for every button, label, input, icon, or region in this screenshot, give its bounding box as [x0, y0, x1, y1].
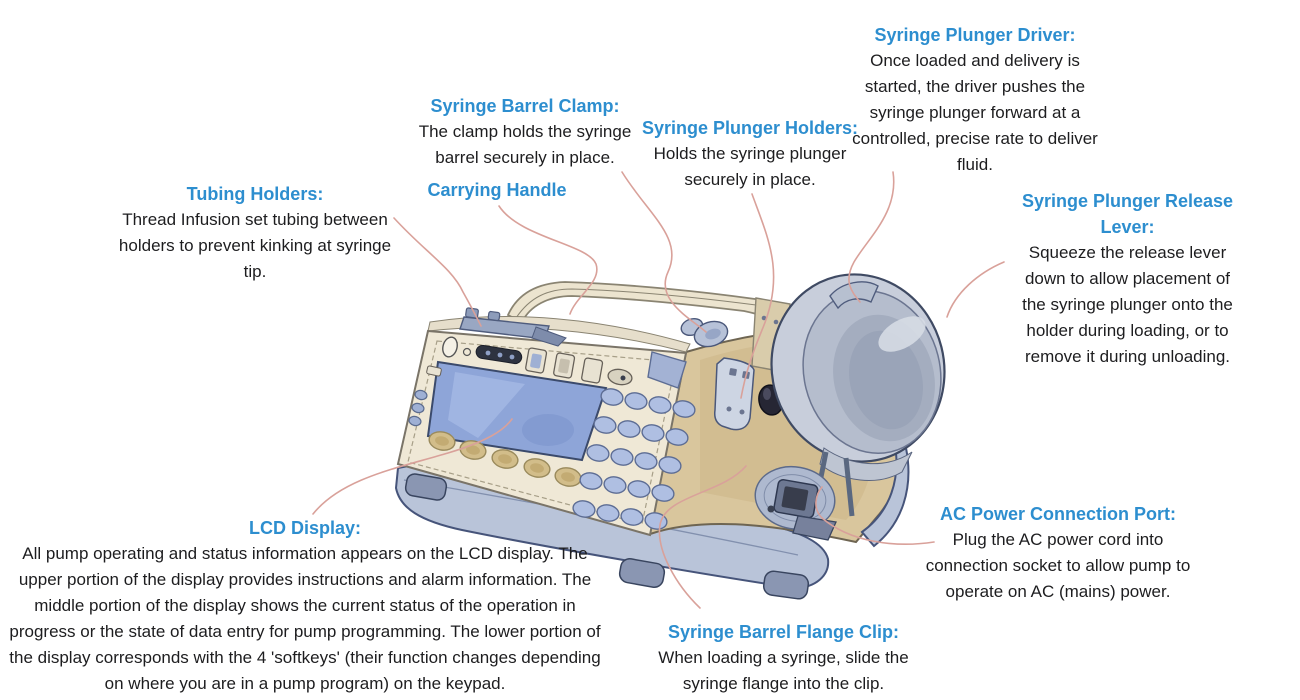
label-carrying-handle: Carrying Handle	[424, 177, 570, 203]
barrel-clamp-title: Syringe Barrel Clamp:	[430, 96, 620, 116]
flange-clip-description: When loading a syringe, slide the syring…	[658, 648, 909, 693]
tubing-holders-graphic	[459, 307, 567, 347]
plunger-holders-description: Holds the syringe plunger securely in pl…	[653, 144, 847, 189]
leader-carrying-handle	[498, 205, 598, 315]
lcd-screen-graphic	[426, 360, 608, 462]
leader-barrel-clamp	[621, 171, 707, 333]
ac-port-graphic	[754, 451, 855, 541]
label-syringe-barrel-clamp: Syringe Barrel Clamp: The clamp holds th…	[406, 93, 644, 171]
leader-flange-clip	[658, 465, 747, 609]
label-lcd-display: LCD Display: All pump operating and stat…	[8, 515, 602, 697]
label-syringe-plunger-release-lever: Syringe Plunger Release Lever: Squeeze t…	[1018, 188, 1237, 370]
ac-port-description: Plug the AC power cord into connection s…	[925, 530, 1191, 601]
plunger-holder-graphic	[714, 357, 755, 431]
leader-release-lever	[946, 261, 1005, 318]
lcd-display-title: LCD Display:	[248, 518, 362, 538]
keypad	[572, 351, 696, 530]
label-tubing-holders: Tubing Holders: Thread Infusion set tubi…	[110, 181, 400, 285]
lcd-display-description: All pump operating and status informatio…	[9, 544, 601, 693]
label-syringe-plunger-driver: Syringe Plunger Driver: Once loaded and …	[851, 22, 1099, 178]
leader-plunger-holders	[740, 193, 775, 399]
flange-clip-title: Syringe Barrel Flange Clip:	[667, 622, 900, 642]
release-lever-title: Syringe Plunger Release Lever:	[1021, 191, 1234, 237]
softkeys	[428, 431, 582, 487]
barrel-clamp-graphic	[680, 317, 729, 348]
barrel-clamp-description: The clamp holds the syringe barrel secur…	[418, 122, 632, 167]
plunger-driver-graphic	[770, 273, 946, 481]
tubing-holders-title: Tubing Holders:	[186, 184, 324, 204]
leader-lcd-display	[312, 418, 513, 515]
tubing-holders-description: Thread Infusion set tubing between holde…	[118, 210, 392, 281]
carrying-handle-title: Carrying Handle	[427, 180, 567, 200]
plunger-driver-description: Once loaded and delivery is started, the…	[852, 51, 1098, 174]
label-ac-power-connection-port: AC Power Connection Port: Plug the AC po…	[912, 501, 1204, 605]
leader-plunger-driver	[848, 171, 895, 303]
plunger-holders-title: Syringe Plunger Holders:	[641, 118, 859, 138]
label-syringe-plunger-holders: Syringe Plunger Holders: Holds the syrin…	[640, 115, 860, 193]
leader-tubing-holders	[393, 217, 482, 327]
release-lever-description: Squeeze the release lever down to allow …	[1022, 243, 1233, 366]
plunger-driver-title: Syringe Plunger Driver:	[874, 25, 1076, 45]
leader-lines	[312, 171, 1005, 609]
control-strip	[408, 336, 633, 427]
label-syringe-barrel-flange-clip: Syringe Barrel Flange Clip: When loading…	[652, 619, 915, 697]
leader-ac-port	[815, 486, 935, 545]
ac-port-title: AC Power Connection Port:	[939, 504, 1176, 524]
